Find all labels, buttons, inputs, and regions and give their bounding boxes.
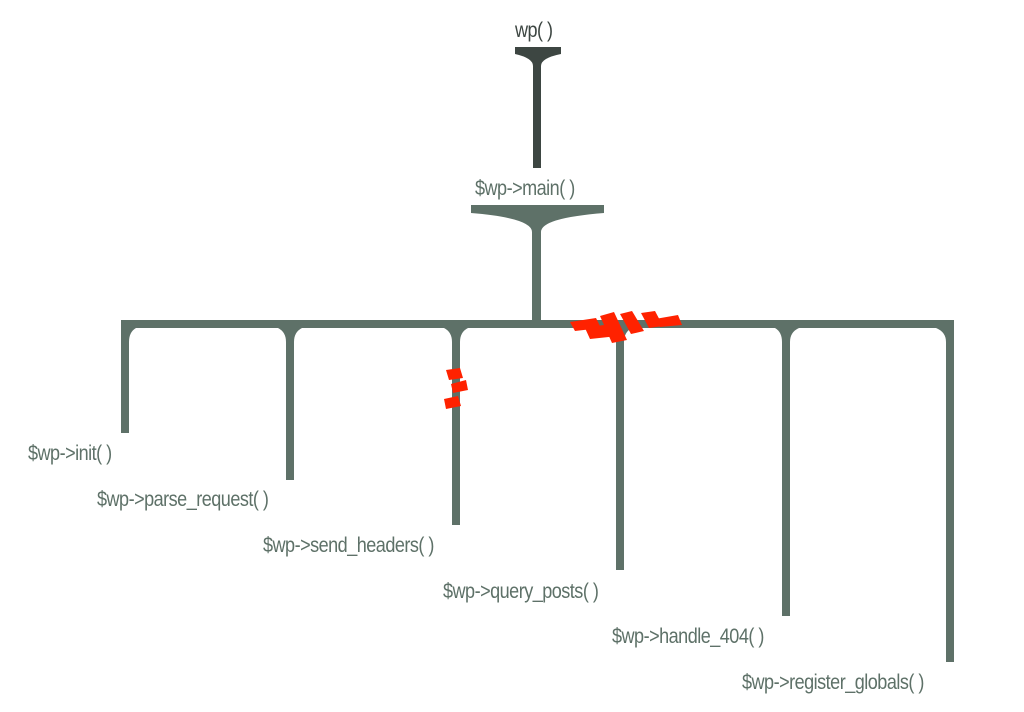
branch-register-globals bbox=[936, 328, 954, 662]
root-label: wp( ) bbox=[515, 19, 553, 42]
root-connector bbox=[515, 47, 561, 168]
trunk-bar bbox=[121, 320, 954, 328]
child-label-init: $wp->init( ) bbox=[28, 442, 112, 465]
highlight-marks bbox=[444, 311, 682, 409]
child-label-parse-request: $wp->parse_request( ) bbox=[97, 488, 269, 511]
branch-send-headers bbox=[444, 328, 468, 525]
child-label-query-posts: $wp->query_posts( ) bbox=[443, 580, 599, 603]
branch-parse-request bbox=[278, 328, 302, 480]
child-label-send-headers: $wp->send_headers( ) bbox=[263, 534, 434, 557]
branch-init bbox=[121, 328, 136, 433]
main-connector bbox=[471, 205, 604, 322]
main-label: $wp->main( ) bbox=[475, 177, 575, 200]
child-label-register-globals: $wp->register_globals( ) bbox=[742, 671, 924, 694]
child-label-handle-404: $wp->handle_404( ) bbox=[612, 625, 764, 648]
branch-query-posts bbox=[608, 328, 632, 570]
branch-handle-404 bbox=[775, 328, 799, 616]
